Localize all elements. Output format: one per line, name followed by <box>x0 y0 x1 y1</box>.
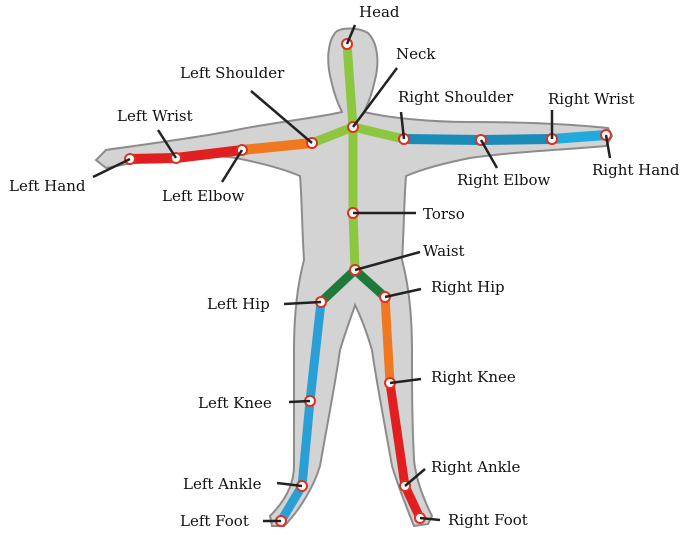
label-right-hand: Right Hand <box>592 161 680 179</box>
label-right-wrist: Right Wrist <box>548 90 635 108</box>
label-right-elbow: Right Elbow <box>457 171 551 189</box>
label-left-knee: Left Knee <box>198 394 272 412</box>
bone-left-upper-arm <box>242 143 312 150</box>
bone-right-upper-arm <box>404 139 481 140</box>
label-waist: Waist <box>423 242 465 260</box>
bone-right-hand <box>552 135 606 139</box>
bone-neck-head <box>347 44 353 127</box>
label-left-hip: Left Hip <box>207 295 270 313</box>
leader-left-knee <box>289 401 310 402</box>
label-head: Head <box>359 3 400 21</box>
label-left-foot: Left Foot <box>180 512 249 530</box>
label-right-hip: Right Hip <box>431 278 505 296</box>
bone-torso-waist <box>353 213 355 270</box>
label-torso: Torso <box>423 205 465 223</box>
label-right-shoulder: Right Shoulder <box>398 88 514 106</box>
bone-right-forearm <box>481 139 552 140</box>
label-left-wrist: Left Wrist <box>117 107 193 125</box>
label-right-foot: Right Foot <box>448 511 528 529</box>
label-neck: Neck <box>396 45 436 63</box>
label-left-elbow: Left Elbow <box>162 187 245 205</box>
label-left-ankle: Left Ankle <box>183 475 262 493</box>
label-right-knee: Right Knee <box>431 368 516 386</box>
label-left-shoulder: Left Shoulder <box>180 64 285 82</box>
bone-left-hand <box>130 158 176 159</box>
label-left-hand: Left Hand <box>9 177 86 195</box>
label-right-ankle: Right Ankle <box>431 458 521 476</box>
bone-right-thigh <box>385 297 390 383</box>
